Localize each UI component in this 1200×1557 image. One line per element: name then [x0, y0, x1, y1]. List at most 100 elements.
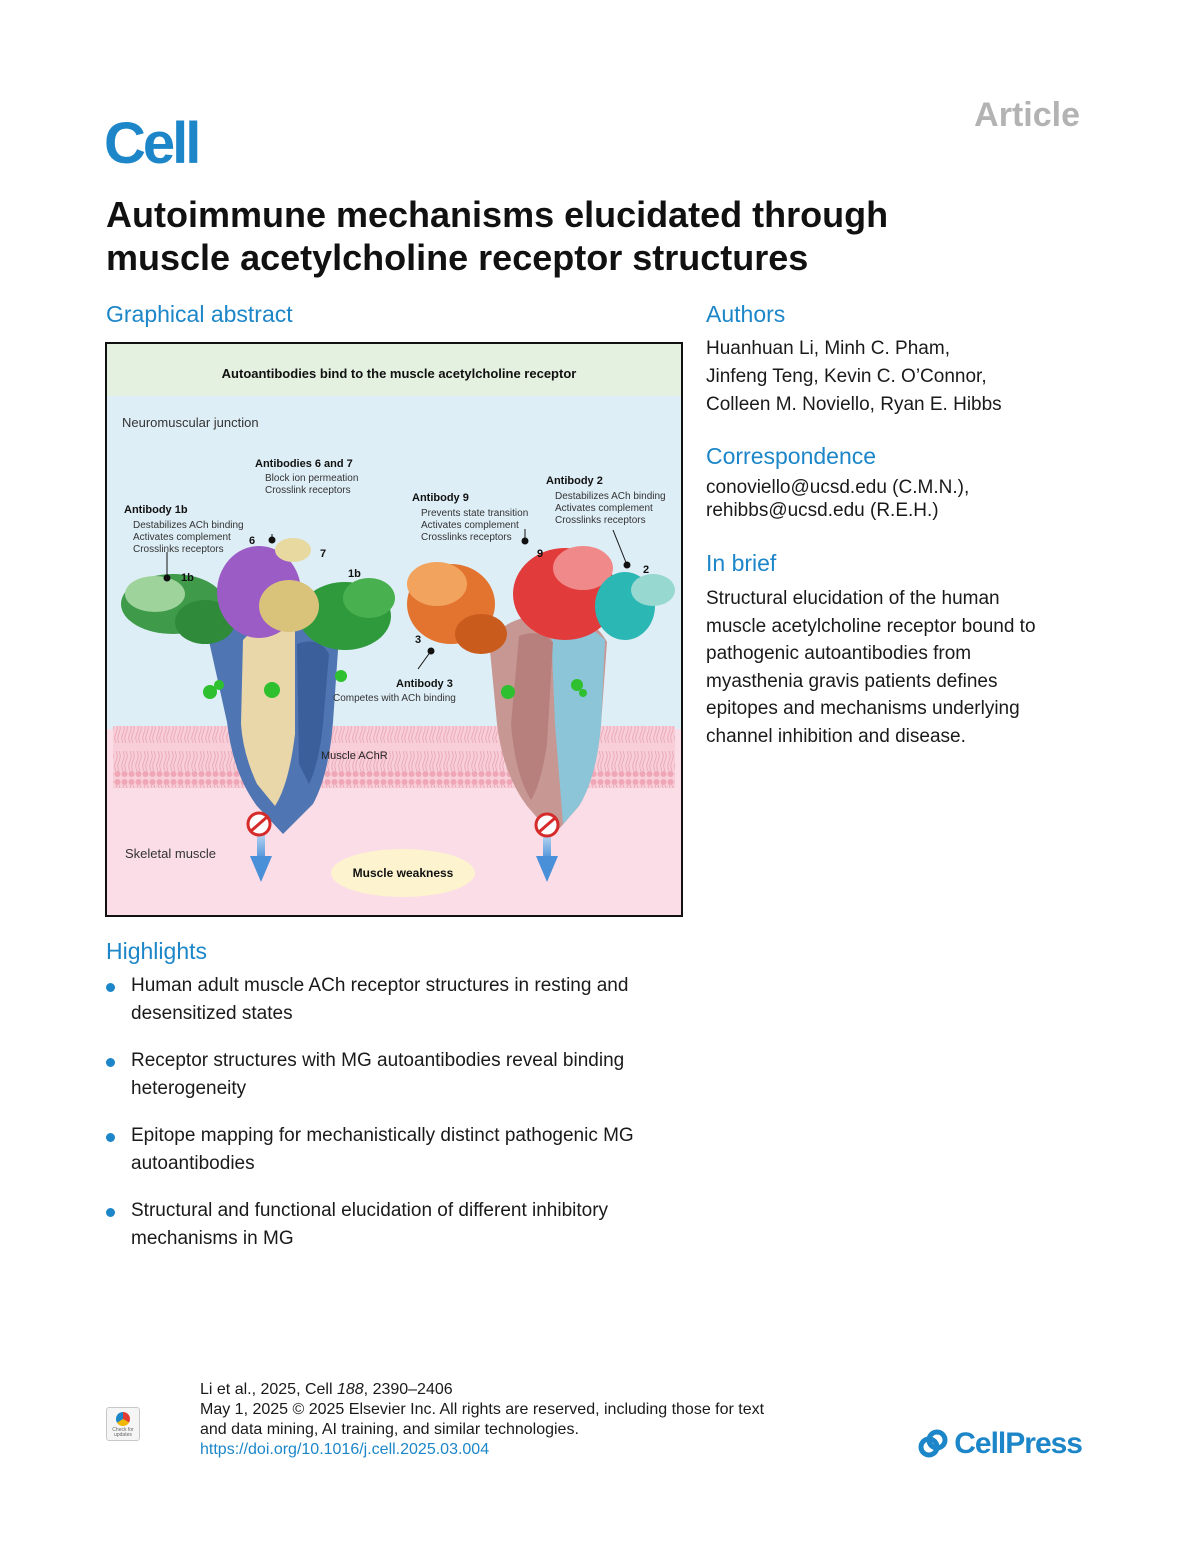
highlight-line: Receptor structures with MG autoantibodi…: [131, 1050, 625, 1071]
author-line: Colleen M. Noviello, Ryan E. Hibbs: [706, 394, 1002, 415]
citation-footer: Li et al., 2025, Cell 188, 2390–2406 May…: [200, 1380, 820, 1460]
ab67-line1: Block ion permeation: [265, 473, 358, 484]
right-pore-arrowhead: [536, 856, 558, 882]
ab2-line2: Activates complement: [555, 503, 653, 514]
check-badge-mark: [116, 1412, 130, 1426]
ab3-title: Antibody 3: [396, 678, 453, 690]
correspondence-heading: Correspondence: [706, 443, 877, 469]
bullet-icon: [106, 1208, 115, 1217]
antibody-1b-right: [299, 578, 395, 650]
in-brief-heading: In brief: [706, 550, 777, 576]
ab1b-line2: Activates complement: [133, 532, 231, 543]
highlight-item: Human adult muscle ACh receptor structur…: [106, 972, 696, 1028]
ab67-line2: Crosslink receptors: [265, 485, 351, 496]
cellpress-icon: [918, 1429, 948, 1458]
citation-volume: 188: [336, 1381, 364, 1398]
copyright-line: May 1, 2025 © 2025 Elsevier Inc. All rig…: [200, 1401, 765, 1418]
marker-3: 3: [415, 634, 421, 646]
in-brief-text: Structural elucidation of the human musc…: [706, 585, 1086, 750]
cellpress-wordmark: CellPress: [954, 1427, 1083, 1460]
authors-heading: Authors: [706, 301, 786, 327]
citation-pages: , 2390–2406: [363, 1381, 453, 1398]
highlight-item: Receptor structures with MG autoantibodi…: [106, 1047, 696, 1103]
outcome-pill: [331, 849, 475, 897]
leader-lines: [166, 529, 628, 670]
author-line: Jinfeng Teng, Kevin C. O’Connor,: [706, 366, 987, 387]
in-brief-line: epitopes and mechanisms underlying: [706, 698, 1020, 719]
antibody-3: [407, 562, 507, 654]
article-title: Autoimmune mechanisms elucidated through…: [106, 194, 889, 278]
outcome-text: Muscle weakness: [353, 866, 454, 880]
ab9-line3: Crosslinks receptors: [421, 532, 512, 543]
ab9-line1: Prevents state transition: [421, 508, 528, 519]
highlight-line: Structural and functional elucidation of…: [131, 1200, 609, 1221]
marker-2: 2: [643, 564, 649, 576]
authors-list: Huanhuan Li, Minh C. Pham, Jinfeng Teng,…: [706, 335, 1106, 419]
in-brief-line: Structural elucidation of the human: [706, 588, 1000, 609]
check-for-updates-icon[interactable]: Check for updates: [106, 1407, 140, 1441]
right-block-icon: [534, 812, 560, 838]
check-badge-text: Check for updates: [112, 1427, 134, 1438]
marker-7: 7: [320, 548, 326, 560]
bullet-icon: [106, 1058, 115, 1067]
article-type-label: Article: [974, 96, 1080, 134]
in-brief-line: myasthenia gravis patients defines: [706, 670, 998, 692]
banner-band: [107, 344, 681, 396]
graphical-abstract-figure: Autoantibodies bind to the muscle acetyl…: [105, 342, 683, 917]
correspondence-list: conoviello@ucsd.edu (C.M.N.), rehibbs@uc…: [706, 476, 1106, 522]
correspondence-email[interactable]: rehibbs@ucsd.edu (R.E.H.): [706, 500, 939, 521]
marker-6: 6: [249, 535, 255, 547]
antibody-6-7: [217, 538, 319, 638]
left-receptor: [203, 612, 347, 834]
in-brief-line: muscle acetylcholine receptor bound to: [706, 615, 1036, 637]
highlight-item: Epitope mapping for mechanistically dist…: [106, 1122, 696, 1178]
bullet-icon: [106, 983, 115, 992]
banner-text: Autoantibodies bind to the muscle acetyl…: [222, 366, 577, 381]
highlight-line: heterogeneity: [131, 1078, 247, 1099]
muscle-label: Skeletal muscle: [125, 846, 216, 861]
antibody-1b-left: [121, 574, 235, 644]
highlight-line: Epitope mapping for mechanistically dist…: [131, 1125, 634, 1146]
ab1b-title: Antibody 1b: [124, 504, 188, 516]
ab2-line3: Crosslinks receptors: [555, 515, 646, 526]
citation-line: Li et al., 2025, Cell 188, 2390–2406: [200, 1380, 820, 1400]
correspondence-email[interactable]: conoviello@ucsd.edu (C.M.N.),: [706, 477, 970, 498]
doi-link[interactable]: https://doi.org/10.1016/j.cell.2025.03.0…: [200, 1441, 490, 1458]
highlights-heading: Highlights: [106, 938, 207, 964]
graphical-abstract-heading: Graphical abstract: [106, 301, 293, 327]
antibody-2: [595, 572, 675, 640]
ab3-line1: Competes with ACh binding: [333, 693, 456, 704]
citation-prefix: Li et al., 2025, Cell: [200, 1381, 337, 1398]
in-brief-line: pathogenic autoantibodies from: [706, 643, 972, 664]
right-pore-arrow: [543, 830, 551, 860]
cellpress-logo: CellPress: [918, 1427, 1083, 1461]
highlight-line: Human adult muscle ACh receptor structur…: [131, 975, 629, 996]
in-brief-line: channel inhibition and disease.: [706, 725, 966, 747]
ab1b-line3: Crosslinks receptors: [133, 544, 224, 555]
highlight-item: Structural and functional elucidation of…: [106, 1197, 696, 1253]
highlight-line: autoantibodies: [131, 1153, 255, 1174]
ab2-title: Antibody 2: [546, 475, 603, 487]
highlight-line: desensitized states: [131, 1003, 293, 1024]
ab9-line2: Activates complement: [421, 520, 519, 531]
left-pore-arrowhead: [250, 856, 272, 882]
leader-dots: [163, 536, 631, 655]
copyright-line-2: and data mining, AI training, and simila…: [200, 1421, 579, 1438]
journal-logo: Cell: [104, 111, 201, 176]
marker-1b-right: 1b: [348, 568, 361, 580]
ab9-title: Antibody 9: [412, 492, 469, 504]
ab1b-line1: Destabilizes ACh binding: [133, 520, 244, 531]
left-pore-arrow: [257, 828, 265, 860]
author-line: Huanhuan Li, Minh C. Pham,: [706, 338, 950, 359]
nmj-label: Neuromuscular junction: [122, 415, 259, 430]
ab2-line1: Destabilizes ACh binding: [555, 491, 666, 502]
left-block-icon: [246, 811, 272, 837]
antibody-9: [513, 546, 617, 640]
bullet-icon: [106, 1133, 115, 1142]
highlights-list: Human adult muscle ACh receptor structur…: [106, 972, 696, 1272]
right-receptor: [489, 616, 607, 836]
membrane-label: Muscle AChR: [321, 750, 388, 762]
ab67-title: Antibodies 6 and 7: [255, 458, 353, 470]
highlight-line: mechanisms in MG: [131, 1228, 294, 1249]
marker-9: 9: [537, 548, 543, 560]
